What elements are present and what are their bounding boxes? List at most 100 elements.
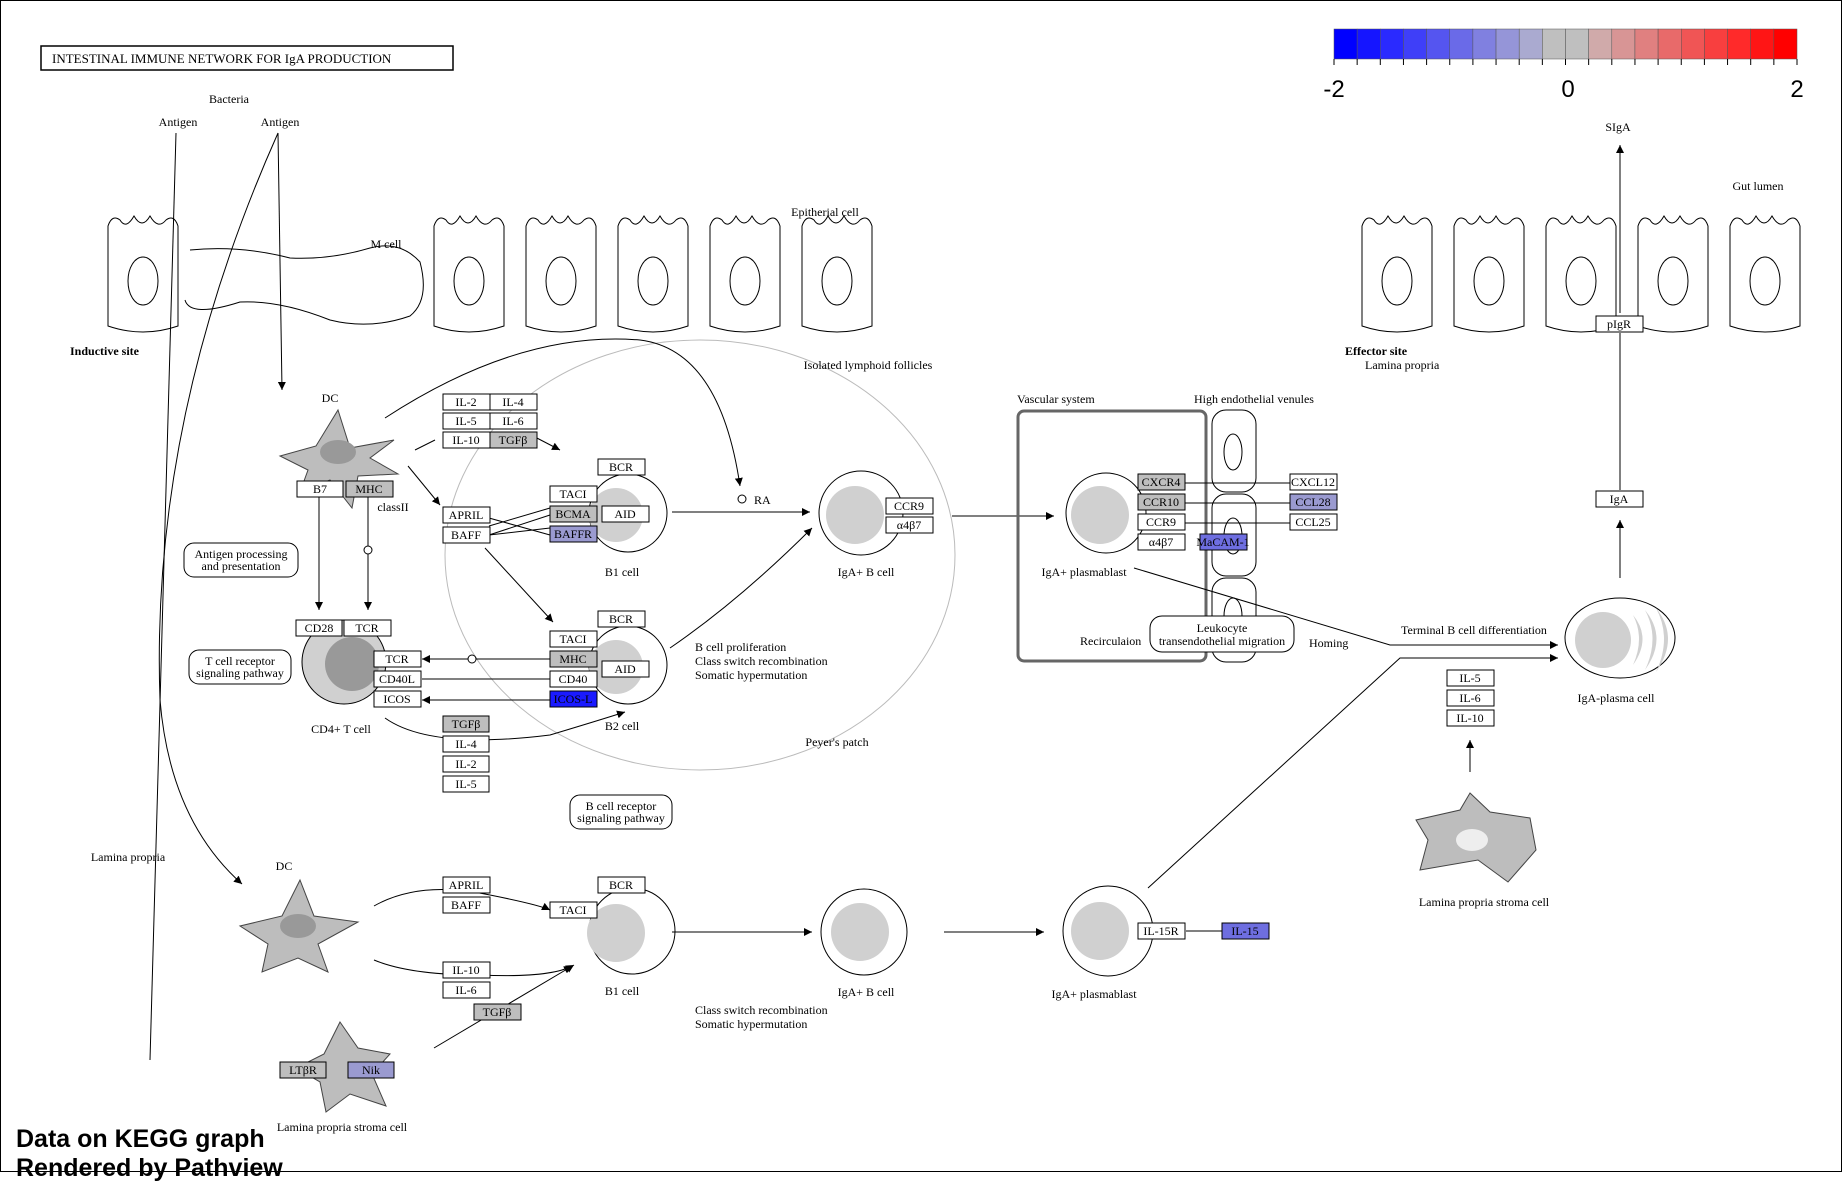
svg-text:CD40L: CD40L xyxy=(379,672,415,686)
footer-line-1: Data on KEGG graph xyxy=(16,1125,265,1153)
gene-baff-b[interactable]: BAFF xyxy=(442,896,491,914)
svg-text:IL-4: IL-4 xyxy=(455,737,476,751)
svg-text:ICOS: ICOS xyxy=(383,692,410,706)
legend-swatch xyxy=(1495,28,1520,60)
leukocyte-migration-node[interactable] xyxy=(1149,615,1295,653)
gene-il10-c[interactable]: IL-10 xyxy=(1446,709,1495,727)
gene-il6-b[interactable]: IL-6 xyxy=(442,981,491,999)
svg-text:CXCR4: CXCR4 xyxy=(1142,475,1181,489)
gene-taci-c[interactable]: TACI xyxy=(549,901,598,919)
gene-mhc-b[interactable]: MHC xyxy=(549,650,598,668)
antigen-processing-node[interactable] xyxy=(183,542,299,578)
color-legend-bar xyxy=(1333,28,1798,65)
m-cell xyxy=(184,245,424,325)
gene-ccl25[interactable]: CCL25 xyxy=(1289,513,1338,531)
gene-bcr-a[interactable]: BCR xyxy=(597,458,646,476)
gene-cxcl12[interactable]: CXCL12 xyxy=(1289,473,1338,491)
svg-text:B7: B7 xyxy=(313,482,327,496)
gene-il6-c[interactable]: IL-6 xyxy=(1446,689,1495,707)
svg-text:CD28: CD28 xyxy=(305,621,334,635)
gene-madcam1[interactable]: MaCAM-1 xyxy=(1196,533,1250,551)
gene-il15[interactable]: IL-15 xyxy=(1221,922,1270,940)
gene-bcr-c[interactable]: BCR xyxy=(597,876,646,894)
cd4-t-cell-label: CD4+ T cell xyxy=(311,722,371,736)
title-box xyxy=(40,45,454,71)
gene-aid-a[interactable]: AID xyxy=(601,505,650,523)
gene-baff-a[interactable]: BAFF xyxy=(442,526,491,544)
gene-tcr-b[interactable]: TCR xyxy=(373,650,422,668)
gene-aid-b[interactable]: AID xyxy=(601,660,650,678)
gene-april-b[interactable]: APRIL xyxy=(442,876,491,894)
svg-text:signaling pathway: signaling pathway xyxy=(577,811,665,825)
svg-text:MHC: MHC xyxy=(355,482,382,496)
gene-a4b7-a[interactable]: α4β7 xyxy=(885,516,934,534)
gene-icos[interactable]: ICOS xyxy=(373,690,422,708)
gene-icosl[interactable]: ICOS-L xyxy=(549,690,598,708)
gene-cd40[interactable]: CD40 xyxy=(549,670,598,688)
recirculaion-label: Recirculaion xyxy=(1080,634,1141,648)
b1-cell-bottom-label: B1 cell xyxy=(605,984,640,998)
tcr-pathway-node[interactable] xyxy=(188,649,292,685)
svg-text:CCR10: CCR10 xyxy=(1143,495,1179,509)
gene-il4-b[interactable]: IL-4 xyxy=(442,735,490,753)
gene-il10-b[interactable]: IL-10 xyxy=(442,961,491,979)
svg-text:IL-5: IL-5 xyxy=(455,777,476,791)
gene-il6-a[interactable]: IL-6 xyxy=(489,412,538,430)
gene-pigr[interactable]: pIgR xyxy=(1595,315,1644,333)
gene-ccr9-b[interactable]: CCR9 xyxy=(1137,513,1186,531)
gene-baffr[interactable]: BAFFR xyxy=(549,525,598,543)
gene-tgfb-a[interactable]: TGFβ xyxy=(489,431,538,449)
gene-taci-a[interactable]: TACI xyxy=(549,485,598,503)
gene-il5-a[interactable]: IL-5 xyxy=(442,412,491,430)
gene-mhc-a[interactable]: MHC xyxy=(345,480,394,498)
iga-b-cell-top-label: IgA+ B cell xyxy=(838,565,895,579)
svg-text:IL-6: IL-6 xyxy=(502,414,523,428)
svg-text:IL-2: IL-2 xyxy=(455,395,476,409)
gene-il2-a[interactable]: IL-2 xyxy=(442,393,491,411)
gene-il5-b[interactable]: IL-5 xyxy=(442,775,490,793)
gene-ccr10[interactable]: CCR10 xyxy=(1137,493,1186,511)
antigen-label-1: Antigen xyxy=(159,115,198,129)
svg-text:IL-10: IL-10 xyxy=(452,963,479,977)
gene-cd28[interactable]: CD28 xyxy=(295,619,343,637)
b1-cell-top-label: B1 cell xyxy=(605,565,640,579)
svg-text:T cell receptor: T cell receptor xyxy=(205,654,275,668)
iga-plasmablast-bottom-label: IgA+ plasmablast xyxy=(1051,987,1137,1001)
gene-bcr-b[interactable]: BCR xyxy=(597,610,646,628)
gene-bcma[interactable]: BCMA xyxy=(549,505,598,523)
gene-tcr-a[interactable]: TCR xyxy=(343,619,392,637)
homing-label: Homing xyxy=(1309,636,1348,650)
m-cell-label: M cell xyxy=(371,237,403,251)
gene-nik[interactable]: Nik xyxy=(347,1061,395,1079)
svg-text:IL-10: IL-10 xyxy=(1456,711,1483,725)
gene-a4b7-b[interactable]: α4β7 xyxy=(1137,533,1186,551)
gene-cd40l[interactable]: CD40L xyxy=(373,670,422,688)
lamina-propria-left-label: Lamina propria xyxy=(91,850,166,864)
svg-text:Nik: Nik xyxy=(362,1063,380,1077)
lymphoid-follicle-outline xyxy=(444,339,956,771)
svg-text:BAFF: BAFF xyxy=(451,898,481,912)
gene-il10-a[interactable]: IL-10 xyxy=(442,431,491,449)
gene-tgfb-c[interactable]: TGFβ xyxy=(473,1003,522,1021)
gene-il4-a[interactable]: IL-4 xyxy=(489,393,538,411)
legend-min-label: -2 xyxy=(1323,76,1344,103)
gene-ltbr[interactable]: LTβR xyxy=(279,1061,327,1079)
gene-cxcr4[interactable]: CXCR4 xyxy=(1137,473,1186,491)
gene-tgfb-b[interactable]: TGFβ xyxy=(442,715,490,733)
gene-ccl28[interactable]: CCL28 xyxy=(1289,493,1338,511)
iga-plasma-cell-label: IgA-plasma cell xyxy=(1578,691,1656,705)
dc-top-label: DC xyxy=(322,391,339,405)
epithelial-cell-label: Epitherial cell xyxy=(791,205,859,219)
gene-april-a[interactable]: APRIL xyxy=(442,506,491,524)
svg-text:IL-5: IL-5 xyxy=(455,414,476,428)
gene-il5-c[interactable]: IL-5 xyxy=(1446,669,1495,687)
gene-taci-b[interactable]: TACI xyxy=(549,630,598,648)
bcr-pathway-node[interactable] xyxy=(569,794,673,830)
gene-il15r[interactable]: IL-15R xyxy=(1137,922,1186,940)
gene-iga[interactable]: IgA xyxy=(1595,490,1644,508)
gene-il2-b[interactable]: IL-2 xyxy=(442,755,490,773)
gene-b7[interactable]: B7 xyxy=(296,480,344,498)
gene-ccr9-a[interactable]: CCR9 xyxy=(885,497,934,515)
svg-text:IL-10: IL-10 xyxy=(452,433,479,447)
